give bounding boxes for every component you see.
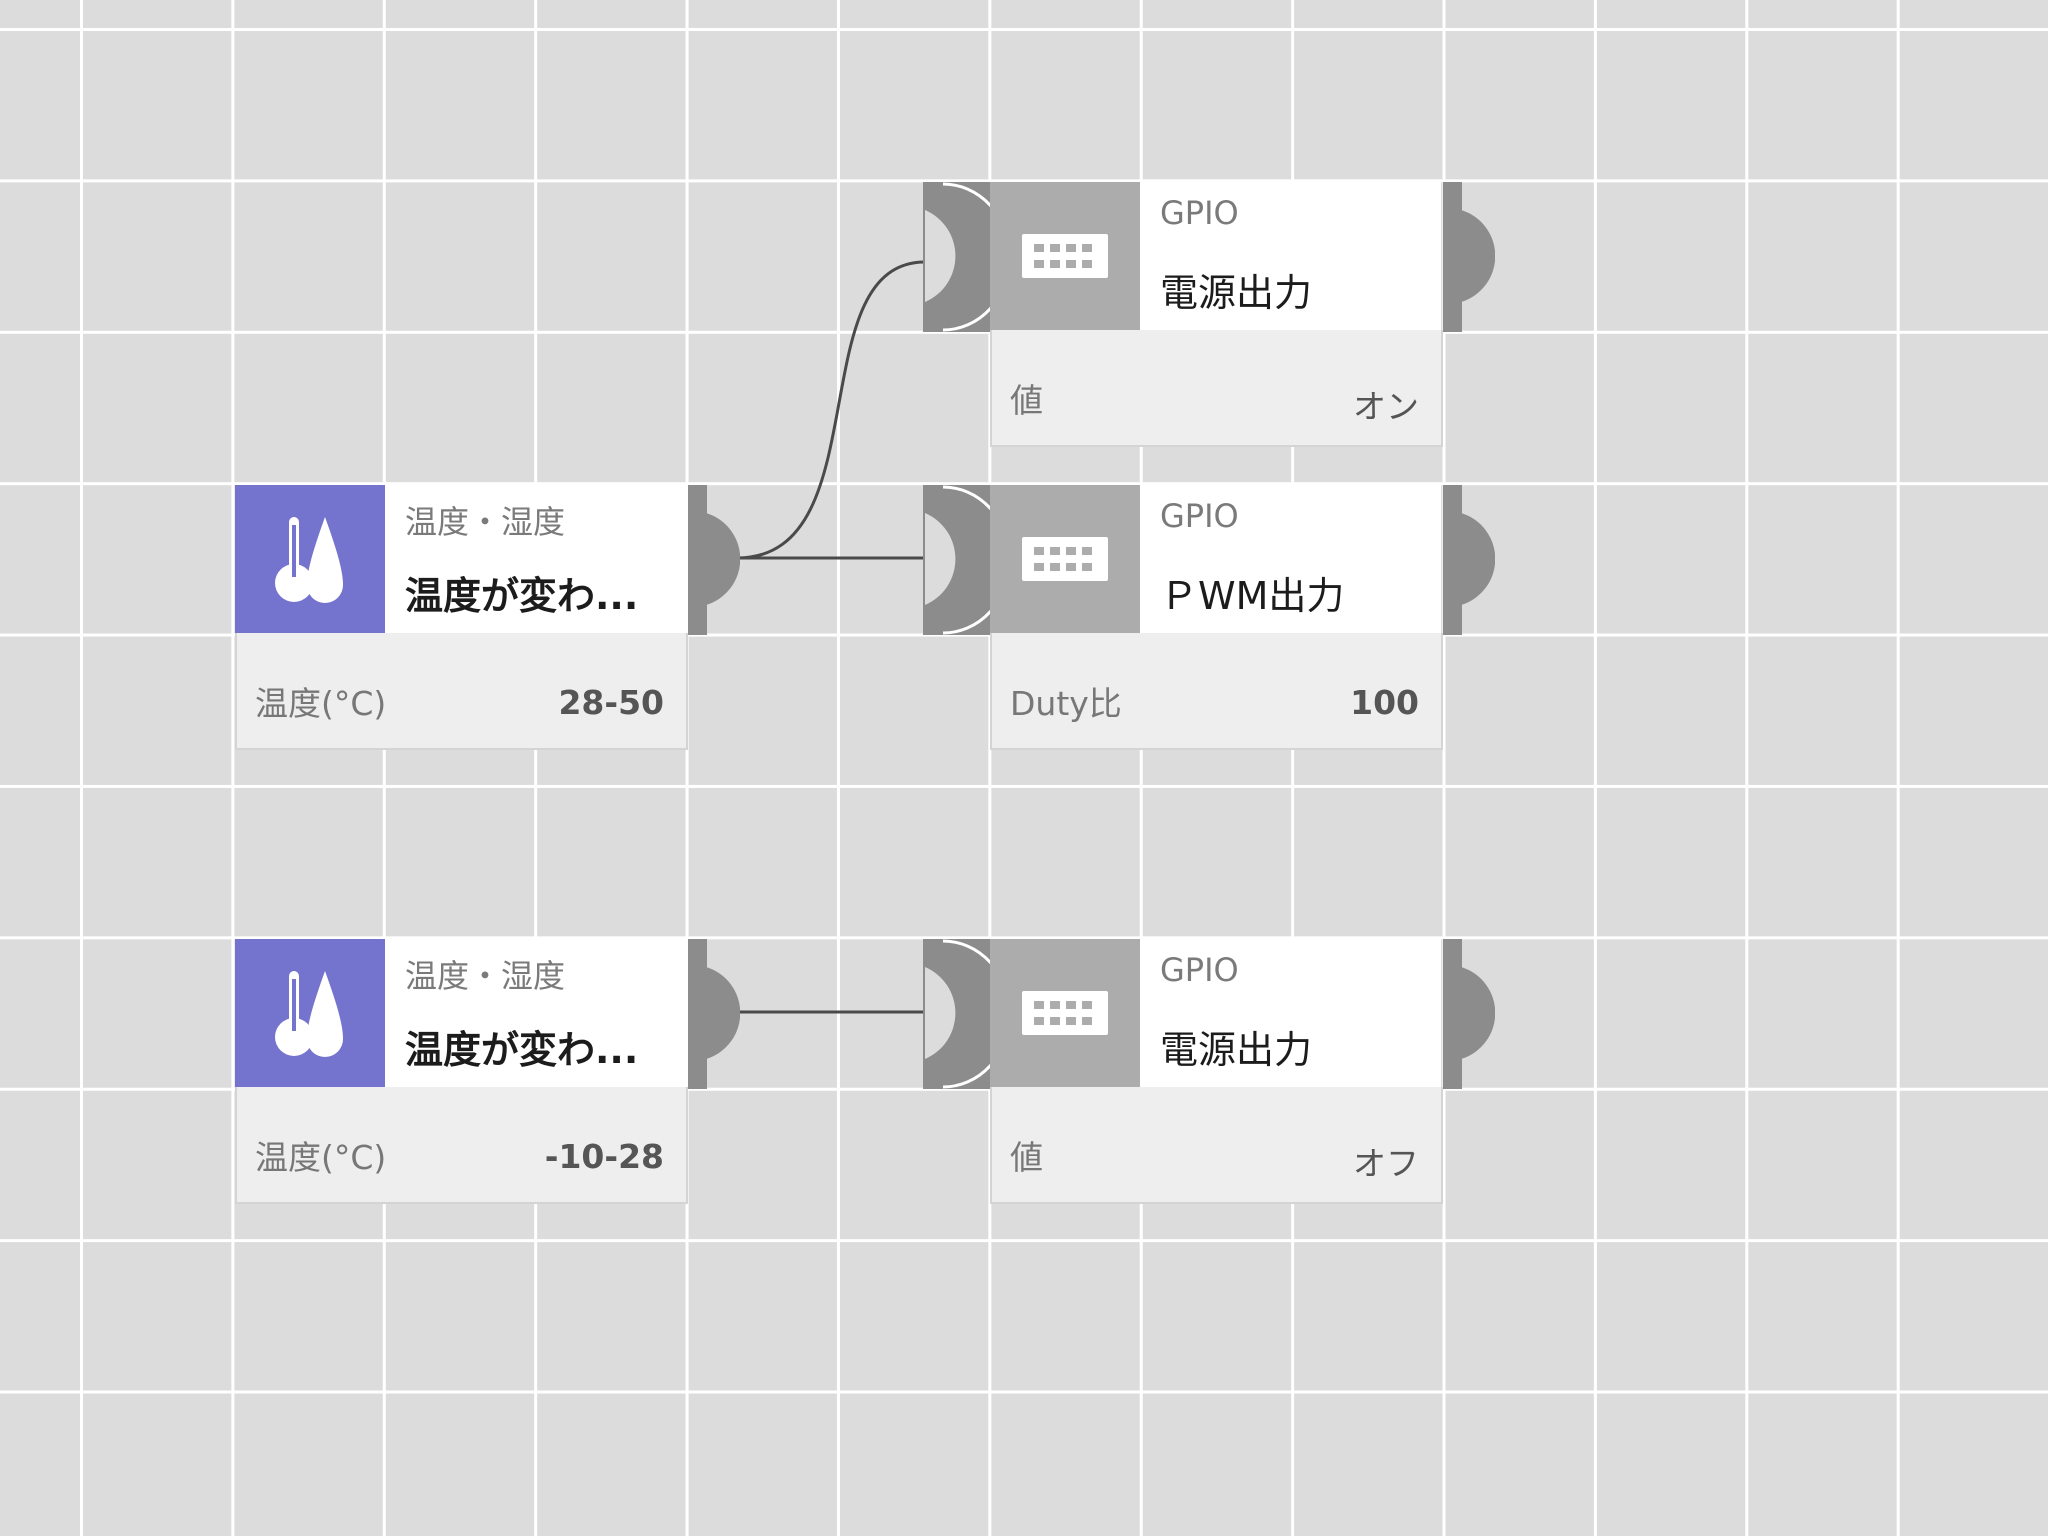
output-port[interactable]: [688, 939, 740, 1089]
node-title: ＰWM出力: [1160, 574, 1345, 618]
input-port[interactable]: [923, 182, 991, 332]
keyboard-icon: [990, 182, 1140, 330]
gpio-node-pwm-output[interactable]: GPIO ＰWM出力 Duty比 100: [990, 485, 1443, 750]
node-category: 温度・湿度: [405, 503, 566, 541]
node-header[interactable]: 温度・湿度 温度が変わ...: [235, 485, 686, 633]
param-value: オン: [1353, 387, 1419, 426]
param-value: 100: [1350, 683, 1419, 722]
input-port[interactable]: [923, 485, 991, 635]
node-title: 温度が変わ...: [405, 574, 639, 618]
thermometer-droplet-icon: [235, 485, 385, 633]
sensor-node-temperature-1[interactable]: 温度・湿度 温度が変わ... 温度(°C) 28-50: [235, 485, 688, 750]
node-category: 温度・湿度: [405, 957, 566, 995]
param-value: -10-28: [544, 1137, 664, 1176]
output-port[interactable]: [1443, 939, 1495, 1089]
node-title: 温度が変わ...: [405, 1028, 639, 1072]
output-port[interactable]: [1443, 485, 1495, 635]
node-category: GPIO: [1160, 951, 1239, 989]
param-label: 温度(°C): [255, 1138, 387, 1177]
node-category: GPIO: [1160, 194, 1239, 232]
input-port[interactable]: [923, 939, 991, 1089]
thermometer-droplet-icon: [235, 939, 385, 1087]
keyboard-icon: [990, 939, 1140, 1087]
node-parameter[interactable]: 温度(°C) 28-50: [235, 633, 688, 750]
node-title: 電源出力: [1160, 271, 1313, 315]
node-parameter[interactable]: 温度(°C) -10-28: [235, 1087, 688, 1204]
sensor-node-temperature-2[interactable]: 温度・湿度 温度が変わ... 温度(°C) -10-28: [235, 939, 688, 1204]
gpio-node-power-output-on[interactable]: GPIO 電源出力 値 オン: [990, 182, 1443, 447]
gpio-node-power-output-off[interactable]: GPIO 電源出力 値 オフ: [990, 939, 1443, 1204]
param-label: 温度(°C): [255, 684, 387, 723]
connection-wire[interactable]: [736, 260, 926, 560]
param-value: 28-50: [558, 683, 664, 722]
node-parameter[interactable]: 値 オン: [990, 330, 1443, 447]
param-label: 値: [1010, 381, 1043, 420]
keyboard-icon: [990, 485, 1140, 633]
node-header[interactable]: 温度・湿度 温度が変わ...: [235, 939, 686, 1087]
node-header[interactable]: GPIO 電源出力: [990, 939, 1441, 1087]
param-value: オフ: [1353, 1144, 1419, 1183]
node-parameter[interactable]: 値 オフ: [990, 1087, 1443, 1204]
output-port[interactable]: [688, 485, 740, 635]
output-port[interactable]: [1443, 182, 1495, 332]
param-label: 値: [1010, 1138, 1043, 1177]
param-label: Duty比: [1010, 684, 1122, 723]
node-header[interactable]: GPIO 電源出力: [990, 182, 1441, 330]
node-category: GPIO: [1160, 497, 1239, 535]
node-title: 電源出力: [1160, 1028, 1313, 1072]
node-header[interactable]: GPIO ＰWM出力: [990, 485, 1441, 633]
node-parameter[interactable]: Duty比 100: [990, 633, 1443, 750]
